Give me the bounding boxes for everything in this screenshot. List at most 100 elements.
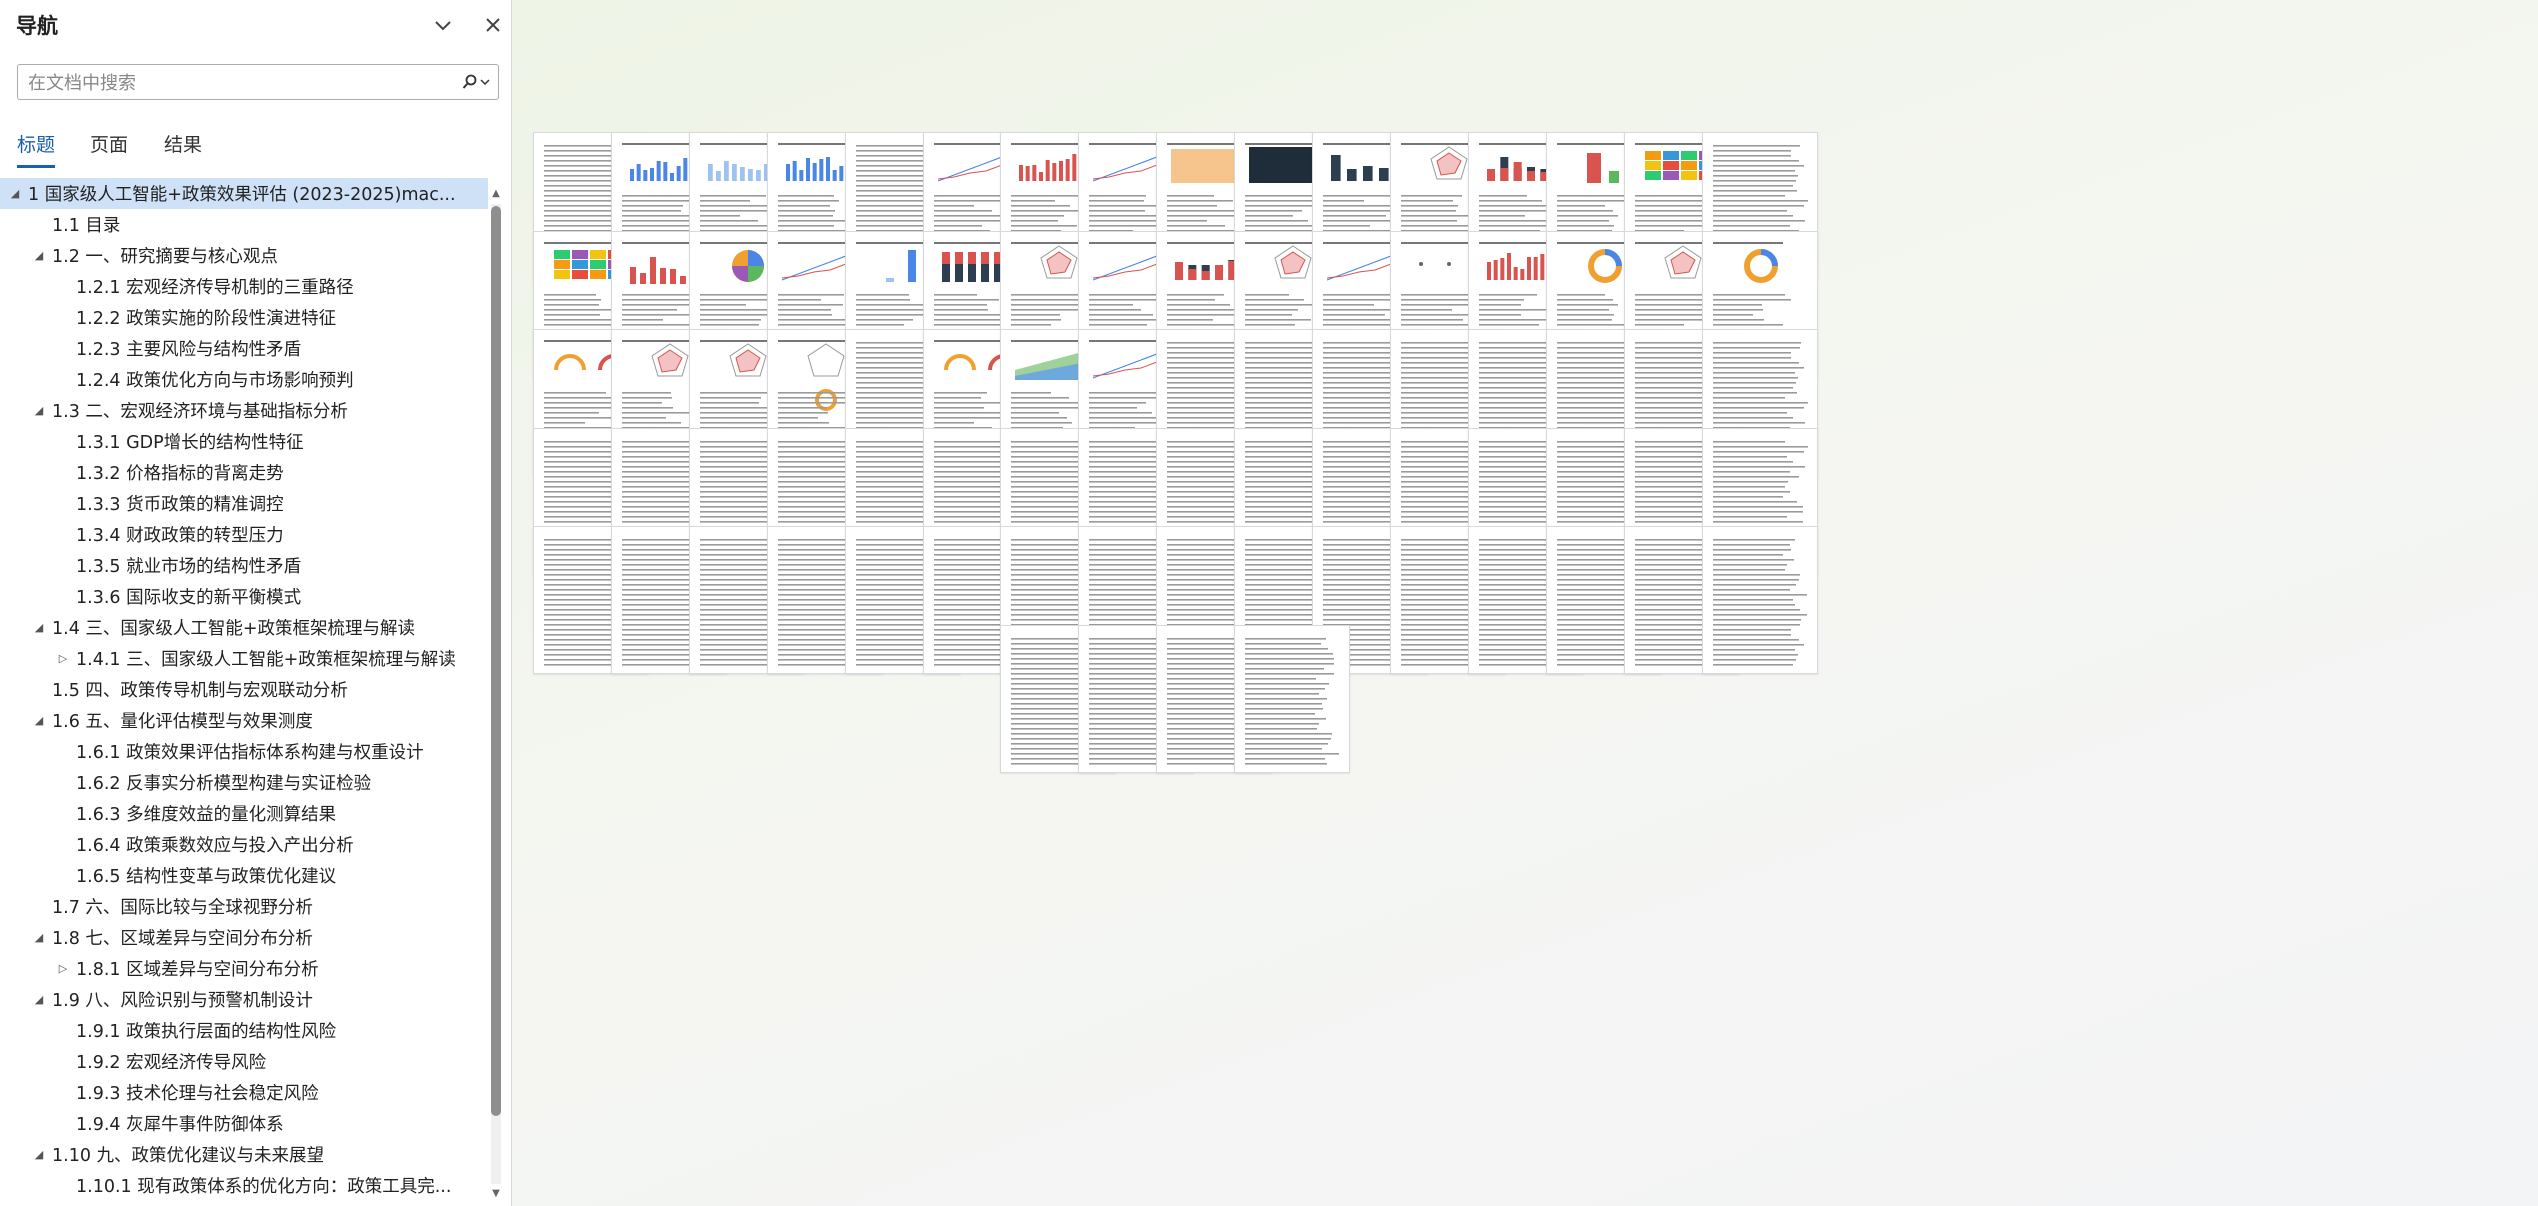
tree-item[interactable]: ◢ 1.10 九、政策优化建议与未来展望 bbox=[0, 1139, 488, 1170]
tree-item[interactable]: 1.3.3 货币政策的精准调控 bbox=[0, 488, 488, 519]
tab-headings[interactable]: 标题 bbox=[17, 130, 56, 168]
nav-title: 导航 bbox=[16, 14, 58, 38]
tree-spacer bbox=[56, 559, 70, 573]
tree-item-label: 1.9.3 技术伦理与社会稳定风险 bbox=[76, 1084, 319, 1104]
triangle-expanded-icon[interactable]: ◢ bbox=[34, 621, 44, 634]
tree-item-label: 1.3.5 就业市场的结构性矛盾 bbox=[76, 557, 302, 577]
tree-item-label: 1.9 八、风险识别与预警机制设计 bbox=[52, 991, 313, 1011]
triangle-expanded-icon[interactable]: ◢ bbox=[34, 1148, 44, 1161]
collapse-pane-button[interactable] bbox=[428, 10, 458, 40]
tree-item-label: 1 国家级人工智能+政策效果评估 (2023-2025)mac... bbox=[28, 185, 456, 205]
tree-item[interactable]: 1.2.1 宏观经济传导机制的三重路径 bbox=[0, 271, 488, 302]
tree-item-label: 1.10 九、政策优化建议与未来展望 bbox=[52, 1146, 325, 1166]
tree-item-label: 1.7 六、国际比较与全球视野分析 bbox=[52, 898, 313, 918]
tree-item[interactable]: ◢1.3 二、宏观经济环境与基础指标分析 bbox=[0, 395, 488, 426]
triangle-collapsed-icon[interactable]: ▷ bbox=[58, 962, 68, 975]
tree-item-label: 1.3.2 价格指标的背离走势 bbox=[76, 464, 284, 484]
tree-item[interactable]: 1.6.1 政策效果评估指标体系构建与权重设计 bbox=[0, 736, 488, 767]
search-button[interactable] bbox=[458, 70, 494, 94]
tree-item-label: 1.9.4 灰犀牛事件防御体系 bbox=[76, 1115, 284, 1135]
tree-item-label: 1.4.1 三、国家级人工智能+政策框架梳理与解读 bbox=[76, 650, 456, 670]
tree-item[interactable]: 1.3.4 财政政策的转型压力 bbox=[0, 519, 488, 550]
tree-item[interactable]: ◢ 1.2 一、研究摘要与核心观点 bbox=[0, 240, 488, 271]
tree-item[interactable]: 1.3.6 国际收支的新平衡模式 bbox=[0, 581, 488, 612]
page-preview bbox=[934, 539, 1029, 666]
tree-spacer bbox=[56, 280, 70, 294]
tree-item[interactable]: 1.10.1 现有政策体系的优化方向：政策工具完... bbox=[0, 1170, 488, 1201]
tree-item[interactable]: 1.9.4 灰犀牛事件防御体系 bbox=[0, 1108, 488, 1139]
tree-item[interactable]: 1.2.2 政策实施的阶段性演进特征 bbox=[0, 302, 488, 333]
tree-item-label: 1.4 三、国家级人工智能+政策框架梳理与解读 bbox=[52, 619, 416, 639]
tree-spacer bbox=[56, 869, 70, 883]
tree-item-label: 1.6.1 政策效果评估指标体系构建与权重设计 bbox=[76, 743, 424, 763]
tree-item-label: 1.2.3 主要风险与结构性矛盾 bbox=[76, 340, 302, 360]
scroll-down-arrow-icon[interactable]: ▼ bbox=[492, 1188, 500, 1199]
triangle-expanded-icon[interactable]: ◢ bbox=[34, 931, 44, 944]
tree-spacer bbox=[32, 218, 46, 232]
page-preview bbox=[778, 539, 873, 666]
page-thumbnail[interactable] bbox=[1234, 625, 1350, 773]
tree-item-label: 1.2.4 政策优化方向与市场影响预判 bbox=[76, 371, 354, 391]
tree-item[interactable]: ◢ 1.9 八、风险识别与预警机制设计 bbox=[0, 984, 488, 1015]
page-thumbnail[interactable] bbox=[1702, 526, 1818, 674]
navigation-pane: 导航 标题 页面 结果 ◢ 1 国家级人工智能+政策效果评估 (2023-2025… bbox=[0, 0, 512, 1206]
tree-item-label: 1.5 四、政策传导机制与宏观联动分析 bbox=[52, 681, 348, 701]
scroll-up-arrow-icon[interactable]: ▲ bbox=[492, 188, 500, 199]
tree-item[interactable]: 1.5 四、政策传导机制与宏观联动分析 bbox=[0, 674, 488, 705]
tree-spacer bbox=[56, 1024, 70, 1038]
tree-item-label: 1.2 一、研究摘要与核心观点 bbox=[52, 247, 278, 267]
close-pane-button[interactable] bbox=[478, 10, 508, 40]
tree-item[interactable]: 1.3.2 价格指标的背离走势 bbox=[0, 457, 488, 488]
tree-item[interactable]: ◢ 1 国家级人工智能+政策效果评估 (2023-2025)mac... bbox=[0, 178, 488, 209]
chevron-down-icon bbox=[435, 21, 451, 31]
search-box bbox=[17, 64, 499, 100]
tree-scrollbar[interactable]: ▲ ▼ bbox=[488, 184, 504, 1204]
page-preview bbox=[544, 539, 639, 666]
tree-item[interactable]: 1.9.2 宏观经济传导风险 bbox=[0, 1046, 488, 1077]
tree-item-label: 1.2.1 宏观经济传导机制的三重路径 bbox=[76, 278, 354, 298]
tab-pages[interactable]: 页面 bbox=[90, 134, 129, 156]
page-preview bbox=[1713, 539, 1807, 666]
tree-spacer bbox=[56, 528, 70, 542]
tree-item[interactable]: 1.9.3 技术伦理与社会稳定风险 bbox=[0, 1077, 488, 1108]
tree-item-label: 1.6.2 反事实分析模型构建与实证检验 bbox=[76, 774, 372, 794]
tree-item[interactable]: 1.6.5 结构性变革与政策优化建议 bbox=[0, 860, 488, 891]
tree-item[interactable]: 1.6.4 政策乘数效应与投入产出分析 bbox=[0, 829, 488, 860]
tree-item-label: 1.3.1 GDP增长的结构性特征 bbox=[76, 433, 304, 453]
tree-item[interactable]: 1.6.2 反事实分析模型构建与实证检验 bbox=[0, 767, 488, 798]
tree-spacer bbox=[32, 900, 46, 914]
triangle-expanded-icon[interactable]: ◢ bbox=[34, 404, 44, 417]
tree-item[interactable]: ◢ 1.4 三、国家级人工智能+政策框架梳理与解读 bbox=[0, 612, 488, 643]
tree-item[interactable]: 1.2.3 主要风险与结构性矛盾 bbox=[0, 333, 488, 364]
tab-results[interactable]: 结果 bbox=[164, 134, 203, 156]
tree-spacer bbox=[56, 590, 70, 604]
tree-item[interactable]: 1.2.4 政策优化方向与市场影响预判 bbox=[0, 364, 488, 395]
triangle-expanded-icon[interactable]: ◢ bbox=[10, 187, 20, 200]
tree-item-label: 1.8 七、区域差异与空间分布分析 bbox=[52, 929, 313, 949]
tree-item[interactable]: 1.7 六、国际比较与全球视野分析 bbox=[0, 891, 488, 922]
triangle-collapsed-icon[interactable]: ▷ bbox=[58, 652, 68, 665]
triangle-expanded-icon[interactable]: ◢ bbox=[34, 714, 44, 727]
tree-item[interactable]: ▷ 1.8.1 区域差异与空间分布分析 bbox=[0, 953, 488, 984]
page-preview bbox=[622, 539, 717, 666]
magnifier-icon bbox=[462, 74, 477, 89]
triangle-expanded-icon[interactable]: ◢ bbox=[34, 249, 44, 262]
tree-item[interactable]: 1.3.5 就业市场的结构性矛盾 bbox=[0, 550, 488, 581]
scroll-thumb[interactable] bbox=[491, 206, 501, 1116]
tree-item-label: 1.8.1 区域差异与空间分布分析 bbox=[76, 960, 319, 980]
heading-tree: ◢ 1 国家级人工智能+政策效果评估 (2023-2025)mac... 1.1 目… bbox=[0, 178, 488, 1206]
tree-item[interactable]: 1.3.1 GDP增长的结构性特征 bbox=[0, 426, 488, 457]
tree-item[interactable]: 1.6.3 多维度效益的量化测算结果 bbox=[0, 798, 488, 829]
tree-item[interactable]: ◢1.6 五、量化评估模型与效果测度 bbox=[0, 705, 488, 736]
tree-item[interactable]: 1.9.1 政策执行层面的结构性风险 bbox=[0, 1015, 488, 1046]
tree-item[interactable]: ▷ 1.4.1 三、国家级人工智能+政策框架梳理与解读 bbox=[0, 643, 488, 674]
tree-item[interactable]: ◢ 1.8 七、区域差异与空间分布分析 bbox=[0, 922, 488, 953]
tree-spacer bbox=[56, 1086, 70, 1100]
search-input[interactable] bbox=[26, 69, 450, 97]
page-preview bbox=[1479, 539, 1574, 666]
triangle-expanded-icon[interactable]: ◢ bbox=[34, 993, 44, 1006]
tree-item-label: 1.3.6 国际收支的新平衡模式 bbox=[76, 588, 302, 608]
page-preview bbox=[700, 539, 795, 666]
page-preview bbox=[856, 539, 950, 666]
tree-item[interactable]: 1.1 目录 bbox=[0, 209, 488, 240]
